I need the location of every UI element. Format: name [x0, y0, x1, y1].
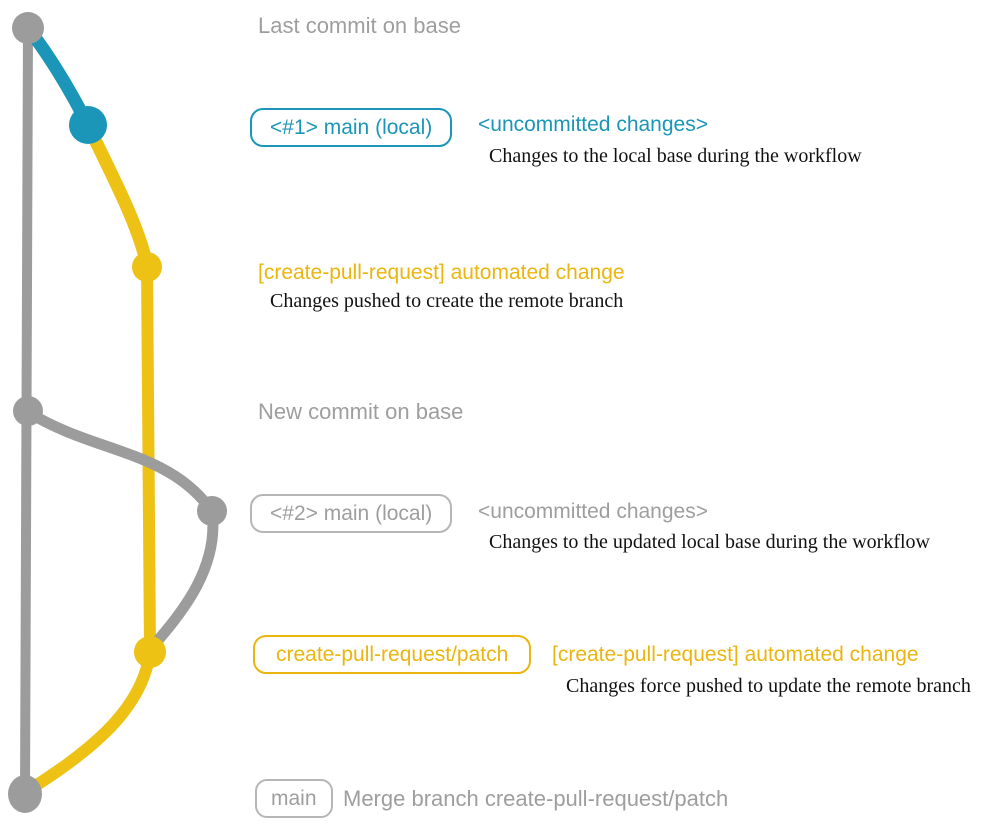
gray-branch-curve-b — [147, 506, 219, 652]
uncommitted-changes-label-1: <uncommitted changes> — [478, 113, 708, 136]
branch-badge-create-pull-request-patch: create-pull-request/patch — [253, 635, 532, 674]
new-commit-title: New commit on base — [258, 399, 464, 424]
commit-dot-local-2 — [197, 496, 227, 526]
push-1-description: Changes pushed to create the remote bran… — [270, 290, 624, 312]
push-2-commit-label: [create-pull-request] automated change — [552, 643, 919, 666]
branch-badge-main-local-2: <#2> main (local) — [250, 494, 453, 533]
commit-dot-local-1 — [69, 106, 107, 144]
yellow-branch-curve-top — [81, 118, 154, 273]
last-commit-title: Last commit on base — [258, 13, 461, 38]
push-2-description: Changes force pushed to update the remot… — [566, 675, 971, 697]
commit-dot-last-base — [12, 12, 44, 44]
merge-commit-title: Merge branch create-pull-request/patch — [343, 786, 729, 811]
local-1-description: Changes to the local base during the wor… — [489, 145, 862, 167]
gray-branch-curve-a — [22, 406, 214, 512]
commit-dot-merge — [8, 775, 42, 813]
commit-dot-push-2 — [134, 636, 166, 668]
local-2-description: Changes to the updated local base during… — [489, 531, 930, 553]
commit-dot-new-base — [13, 396, 43, 426]
branch-badge-main-local-1: <#1> main (local) — [250, 108, 453, 147]
commit-dot-push-1 — [132, 252, 162, 282]
uncommitted-changes-label-2: <uncommitted changes> — [478, 500, 708, 523]
push-1-commit-label: [create-pull-request] automated change — [258, 261, 625, 284]
branch-graph — [8, 12, 227, 813]
yellow-merge-curve — [20, 646, 156, 798]
branch-badge-main: main — [255, 779, 333, 818]
